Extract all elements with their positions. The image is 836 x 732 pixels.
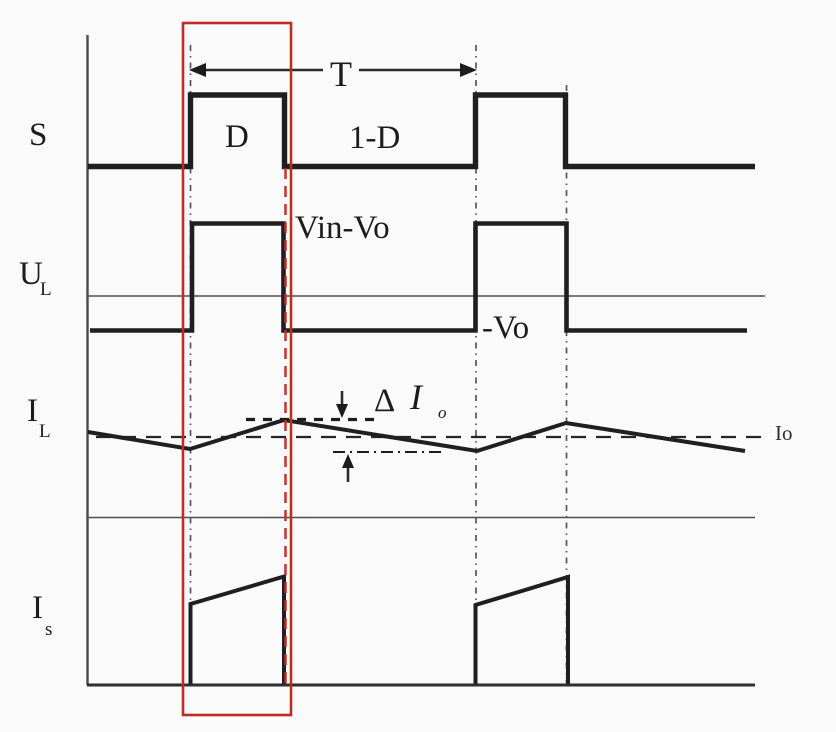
label-s: S [29, 117, 47, 153]
arrowhead-right-icon [460, 63, 477, 77]
label-ripple-var: I [409, 377, 424, 417]
period-arrow [189, 63, 477, 77]
label-period: T [330, 54, 352, 94]
label-ul-sub: L [40, 279, 52, 300]
il-waveform [87, 417, 746, 454]
ul-waveform [90, 221, 747, 333]
label-ripple-var-sub: o [438, 403, 447, 422]
label-ul-high: Vin-Vo [295, 210, 390, 246]
is-waveform-pulse1 [188, 573, 286, 684]
label-is-sub: s [45, 619, 52, 640]
label-duty-off: 1-D [349, 120, 400, 156]
label-is-main: I [32, 590, 43, 626]
highlight-rectangle [181, 21, 293, 717]
label-il-sub: L [39, 421, 51, 442]
arrowhead-up-icon [342, 454, 354, 468]
arrowhead-down-icon [336, 404, 348, 418]
label-ripple-delta: Δ [374, 383, 395, 419]
label-il-main: I [27, 393, 38, 429]
label-avg-current: Io [775, 421, 793, 445]
label-ul-main: U [19, 256, 43, 292]
arrowhead-left-icon [189, 63, 206, 77]
is-waveform-pulse2 [473, 574, 570, 684]
s-waveform [88, 92, 755, 170]
label-ul-low: -Vo [482, 310, 529, 346]
ripple-annotation [246, 391, 446, 482]
label-duty-on: D [225, 119, 249, 155]
